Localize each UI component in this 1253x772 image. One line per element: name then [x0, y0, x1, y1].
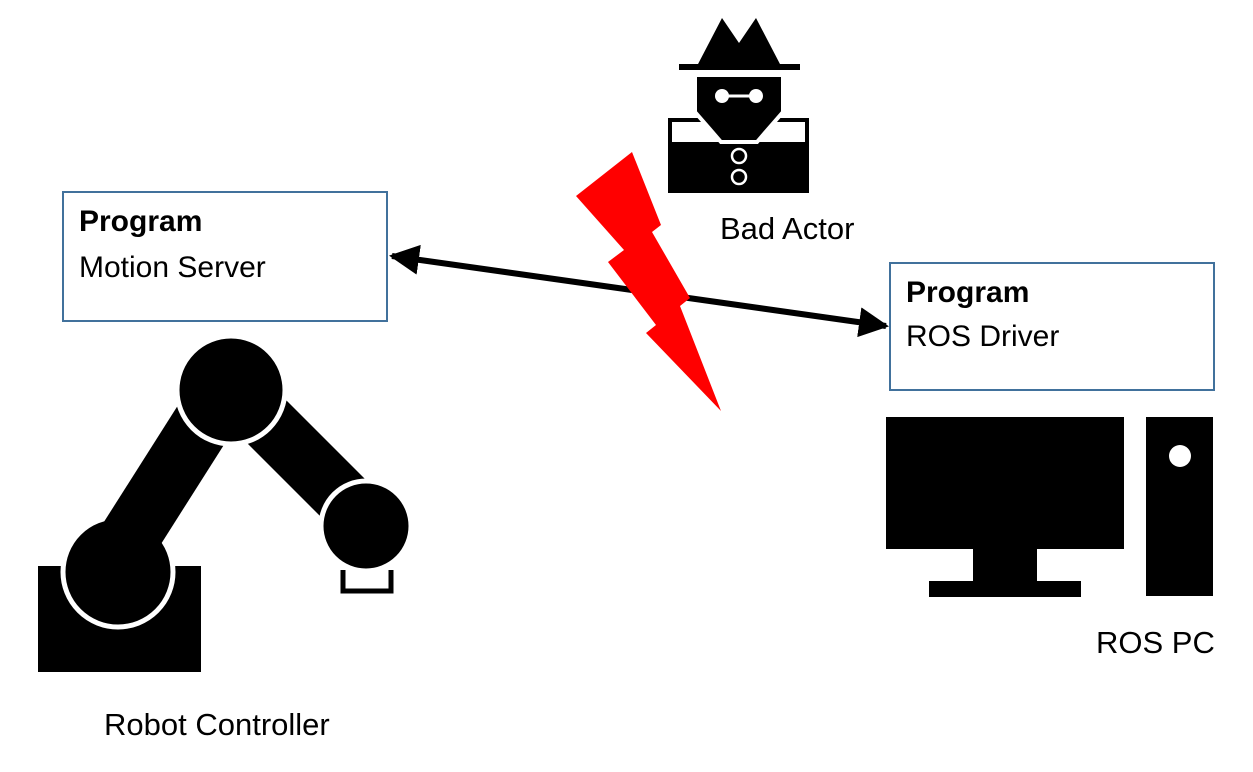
bad-actor-label: Bad Actor — [720, 211, 855, 246]
motion-server-box: Program Motion Server — [62, 191, 388, 322]
ros-driver-box: Program ROS Driver — [889, 262, 1215, 391]
lightning-bolt-icon — [576, 152, 721, 411]
robot-controller-label: Robot Controller — [104, 707, 330, 742]
robot-arm-icon — [38, 333, 414, 672]
motion-server-box-subtitle: Motion Server — [79, 251, 266, 284]
desktop-computer-icon — [886, 417, 1213, 597]
ros-driver-box-subtitle: ROS Driver — [906, 320, 1060, 353]
motion-server-box-title: Program — [79, 205, 203, 238]
ros-pc-label: ROS PC — [1096, 625, 1215, 660]
ros-driver-box-title: Program — [906, 276, 1030, 309]
spy-icon — [668, 18, 809, 193]
